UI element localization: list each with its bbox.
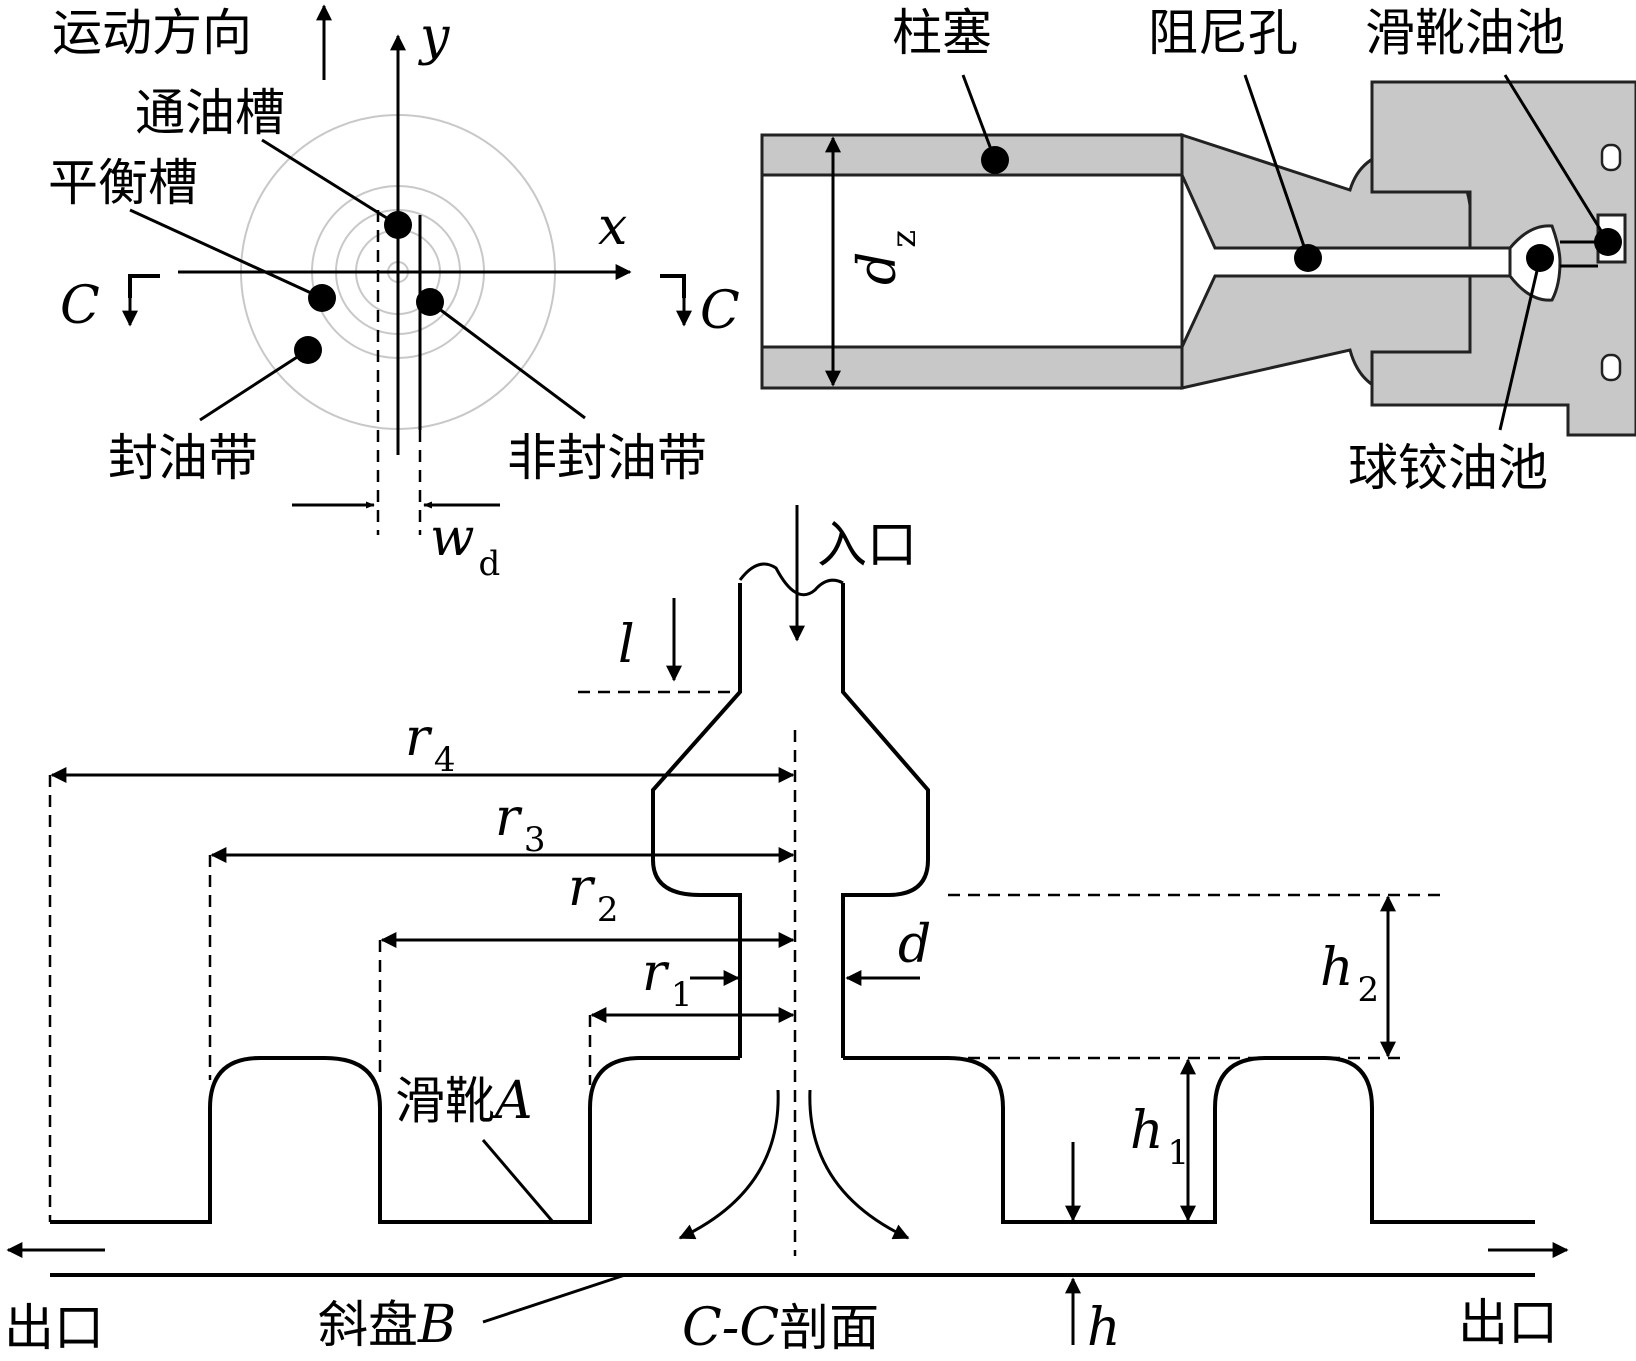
non-seal-band-leader: [429, 300, 586, 420]
plunger-marker: [981, 146, 1009, 174]
flow-arrow-right: [808, 1089, 910, 1240]
section-mark-left: [128, 274, 160, 298]
outlet-left-label: 出口: [4, 1299, 104, 1356]
flow-arrow-left: [678, 1089, 780, 1240]
plunger-assembly: dz 柱塞 阻尼孔 滑靴油池 球铰油池: [760, 4, 1636, 497]
section-left-label: C: [60, 276, 100, 336]
oil-groove-label: 通油槽: [135, 84, 285, 142]
x-axis-label: x: [598, 197, 627, 257]
motion-direction-label: 运动方向: [52, 4, 252, 62]
damping-hole-marker: [1294, 244, 1322, 272]
non-seal-band-label: 非封油带: [507, 429, 707, 487]
balance-groove-leader: [129, 208, 323, 300]
ball-pool-label: 球铰油池: [1348, 439, 1548, 497]
slipper-pool-marker: [1594, 228, 1622, 256]
diameter-symbol: dz: [848, 230, 924, 285]
body-outline-left: [651, 583, 742, 1058]
oil-groove-leader: [261, 138, 399, 227]
l-label: l: [618, 615, 635, 675]
section-title: C-C剖面: [682, 1298, 879, 1356]
oil-groove-marker: [384, 211, 412, 239]
plunger-bore: [760, 173, 1184, 349]
damping-hole-leader: [1243, 74, 1310, 259]
inlet-label: 入口: [817, 516, 917, 574]
section-right-label: C: [700, 281, 740, 341]
d-label: d: [898, 915, 931, 975]
damping-hole-label: 阻尼孔: [1148, 4, 1298, 62]
slipper-profile-right: [843, 1056, 1535, 1224]
swash-plate-b-label: 斜盘B: [318, 1295, 456, 1355]
h-label: h: [1087, 1298, 1121, 1356]
housing-slot-top: [1600, 143, 1622, 172]
housing-slot-bottom: [1600, 353, 1622, 382]
plunger-label: 柱塞: [892, 4, 992, 62]
slipper-pool-leader: [1503, 74, 1610, 243]
slipper-a-leader: [481, 1139, 555, 1223]
body-outline-right: [841, 583, 930, 1058]
section-mark-right: [660, 274, 686, 298]
plunger-leader: [961, 74, 997, 161]
slipper-profile-left: [50, 1056, 740, 1224]
seal-band-leader: [199, 348, 309, 422]
outlet-right-label: 出口: [1458, 1294, 1558, 1352]
y-axis-label: y: [418, 7, 450, 67]
slipper-pool-label: 滑靴油池: [1365, 4, 1565, 62]
slipper-a-label: 滑靴A: [395, 1071, 533, 1131]
seal-band-label: 封油带: [108, 429, 258, 487]
balance-groove-label: 平衡槽: [48, 154, 198, 212]
balance-groove-marker: [308, 284, 336, 312]
swash-plate-b-leader: [482, 1273, 626, 1324]
ball-pool-leader: [1498, 257, 1542, 431]
